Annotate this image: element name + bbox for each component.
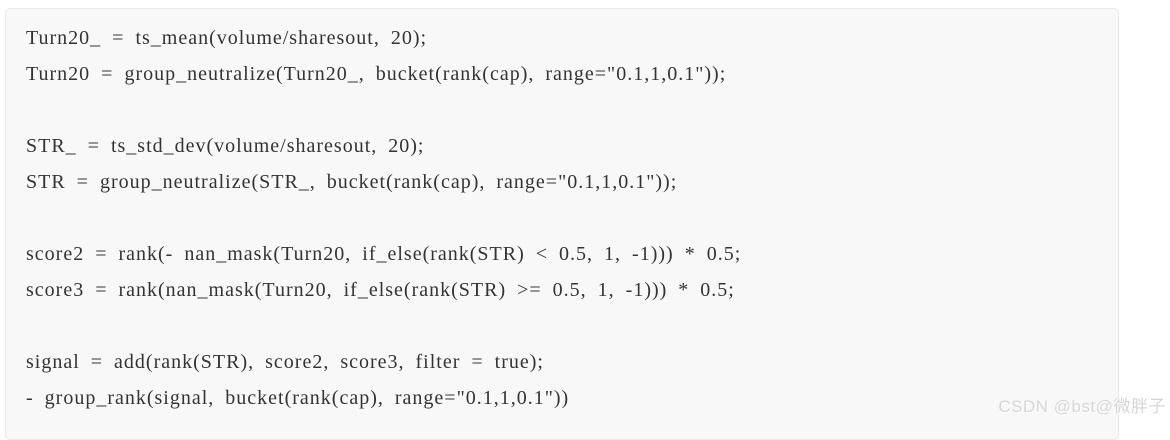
code-line: Turn20_ = ts_mean(volume/sharesout, 20);	[26, 27, 428, 49]
code-line: - group_rank(signal, bucket(rank(cap), r…	[26, 387, 570, 409]
csdn-watermark: CSDN @bst@微胖子	[998, 397, 1166, 416]
code-line: Turn20 = group_neutralize(Turn20_, bucke…	[26, 63, 727, 85]
page: Turn20_ = ts_mean(volume/sharesout, 20);…	[5, 8, 1166, 440]
code-line-blank	[26, 200, 1098, 236]
code-line: score3 = rank(nan_mask(Turn20, if_else(r…	[26, 279, 735, 301]
code-line: score2 = rank(- nan_mask(Turn20, if_else…	[26, 243, 742, 265]
code-line-blank	[26, 92, 1098, 128]
code-line-blank	[26, 308, 1098, 344]
code-line: STR_ = ts_std_dev(volume/sharesout, 20);	[26, 135, 425, 157]
code-block: Turn20_ = ts_mean(volume/sharesout, 20);…	[5, 8, 1119, 440]
code-line: STR = group_neutralize(STR_, bucket(rank…	[26, 171, 678, 193]
code-line: signal = add(rank(STR), score2, score3, …	[26, 351, 544, 373]
